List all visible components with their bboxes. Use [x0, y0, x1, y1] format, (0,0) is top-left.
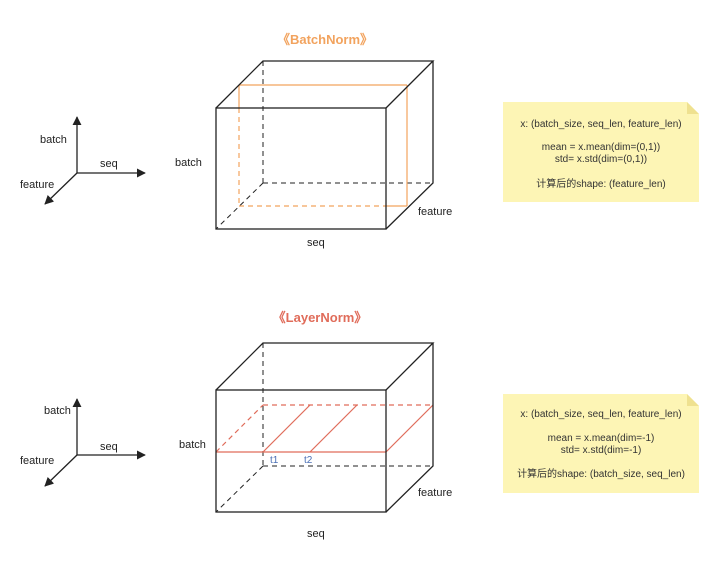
- note-fold: [687, 102, 699, 114]
- layernorm-axis-icon: batch seq feature: [20, 398, 146, 487]
- cube-feature-label: feature: [418, 206, 452, 218]
- batchnorm-note: x: (batch_size, seq_len, feature_len) me…: [503, 102, 699, 202]
- axis-feature-arrow: [44, 172, 78, 205]
- note-line-4: 计算后的shape: (feature_len): [536, 177, 666, 190]
- layernorm-slice-left: [215, 404, 264, 453]
- axis-seq-label: seq: [100, 158, 118, 170]
- note-line-2: mean = x.mean(dim=(0,1)): [542, 142, 660, 153]
- cube-batch-label: batch: [179, 439, 206, 451]
- cube-hidden-edge: [215, 182, 264, 230]
- batchnorm-title: 《BatchNorm》: [277, 32, 373, 47]
- token-t2-line: [309, 404, 358, 453]
- cube-top-face: [215, 342, 435, 391]
- cube-right-face: [385, 343, 434, 513]
- note-line-1: x: (batch_size, seq_len, feature_len): [520, 409, 681, 420]
- cube-seq-label: seq: [307, 528, 325, 540]
- axis-feature-label: feature: [20, 179, 54, 191]
- note-line-2: mean = x.mean(dim=-1): [548, 433, 655, 444]
- batchnorm-cube: batch seq feature: [175, 60, 452, 249]
- batchnorm-section: 《BatchNorm》 batch seq feature: [20, 32, 699, 249]
- layernorm-section: 《LayerNorm》 batch seq feature: [20, 310, 699, 540]
- layernorm-cube: t1 t2 batch seq feature: [179, 342, 452, 540]
- cube-right-face: [385, 61, 434, 230]
- cube-front-face: [215, 107, 387, 230]
- note-fold: [687, 394, 699, 406]
- axis-batch-label: batch: [44, 405, 71, 417]
- cube-front-face: [215, 389, 387, 513]
- token-t1-line: [262, 404, 311, 453]
- layernorm-note: x: (batch_size, seq_len, feature_len) me…: [503, 394, 699, 493]
- axis-batch-label: batch: [40, 134, 67, 146]
- token-t1-label: t1: [270, 455, 279, 466]
- layernorm-title: 《LayerNorm》: [273, 310, 368, 325]
- note-line-4: 计算后的shape: (batch_size, seq_len): [517, 467, 685, 480]
- cube-hidden-edge: [215, 465, 264, 513]
- note-body: [503, 102, 699, 202]
- axis-seq-label: seq: [100, 441, 118, 453]
- note-line-3: std= x.std(dim=-1): [561, 445, 642, 456]
- layernorm-slice-right: [385, 404, 434, 453]
- axis-feature-label: feature: [20, 455, 54, 467]
- note-body: [503, 394, 699, 493]
- axis-feature-arrow: [44, 454, 78, 487]
- cube-feature-label: feature: [418, 487, 452, 499]
- cube-batch-label: batch: [175, 157, 202, 169]
- cube-top-face: [215, 60, 435, 109]
- cube-seq-label: seq: [307, 237, 325, 249]
- note-line-1: x: (batch_size, seq_len, feature_len): [520, 119, 681, 130]
- note-line-3: std= x.std(dim=(0,1)): [555, 154, 647, 165]
- token-t2-label: t2: [304, 455, 313, 466]
- batchnorm-axis-icon: batch seq feature: [20, 116, 146, 205]
